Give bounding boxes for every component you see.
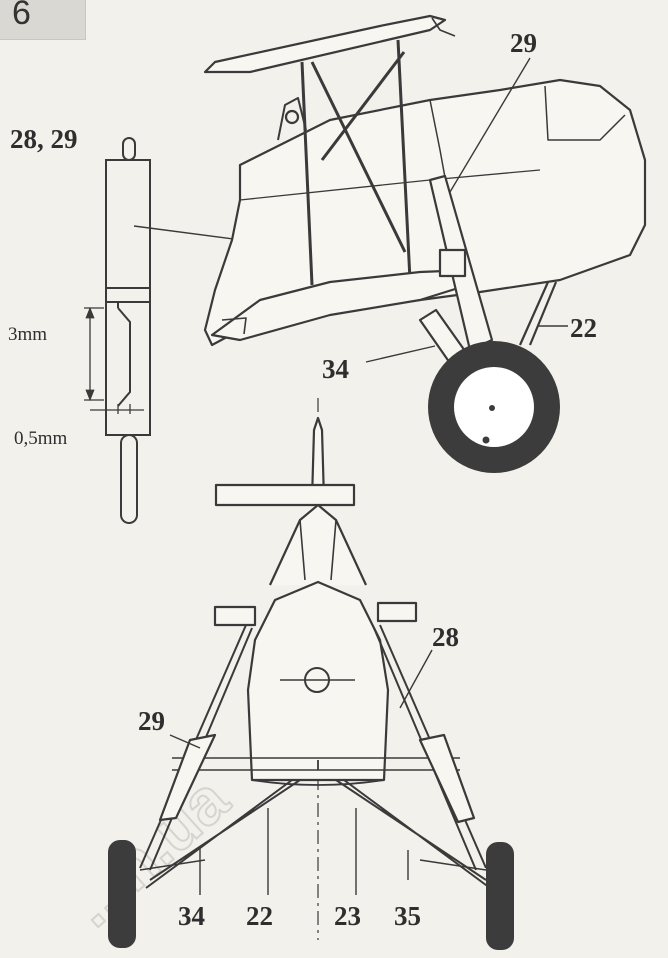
front-cabane (269, 503, 367, 586)
front-label-22: 22 (246, 901, 273, 931)
side-wheel-axle (489, 405, 495, 411)
side-cockpit-headrest (284, 109, 300, 125)
side-label-22: 22 (570, 313, 597, 343)
step-number: 6 (12, 0, 31, 32)
watermark: ...n.ua (56, 763, 242, 941)
dim-arrow-up (85, 306, 95, 319)
strut-top-pin (122, 137, 136, 161)
front-leader-29 (169, 734, 201, 749)
front-wing-stub-right (376, 601, 418, 623)
front-label-34: 34 (178, 901, 205, 931)
side-leader-34 (365, 345, 436, 363)
strut-cut-profile (117, 307, 131, 407)
front-label-29: 29 (138, 706, 165, 736)
front-label-35: 35 (394, 901, 421, 931)
side-cockpit (277, 97, 307, 141)
side-fuselage (203, 78, 647, 347)
strut-collar (105, 287, 151, 303)
front-wheel-right (486, 842, 514, 950)
front-leaders-bottom (199, 808, 409, 895)
front-label-23: 23 (334, 901, 361, 931)
front-vstrut-right (335, 779, 491, 889)
side-wheel (428, 341, 560, 473)
dim-0-5mm-label: 0,5mm (14, 428, 68, 449)
side-oleo-collar (438, 248, 467, 278)
side-view (203, 14, 647, 368)
strut-lower-body (105, 301, 151, 436)
side-leader-29 (449, 57, 531, 193)
strut-upper-body (105, 159, 151, 289)
front-wheels (108, 840, 514, 950)
side-upper-wing (203, 14, 447, 74)
dim-arrow-down (85, 389, 95, 402)
front-oleo-right (418, 733, 476, 824)
front-tailplane (214, 483, 356, 507)
side-strut-22 (518, 281, 558, 346)
front-oleo-left (158, 733, 217, 822)
front-lower-wing (172, 757, 460, 771)
front-cabane-struts (299, 519, 337, 581)
side-fuselage-panel-b (544, 85, 626, 141)
step-number-box: 6 (0, 0, 86, 40)
front-vstrut-left (145, 779, 301, 889)
front-view (139, 398, 491, 940)
front-wheel-left (108, 840, 136, 948)
front-leader-28 (399, 649, 433, 709)
front-fuselage-belly (251, 760, 385, 786)
strut-bottom-pin (120, 434, 138, 524)
detail-title-label: 28, 29 (10, 124, 78, 154)
side-label-34: 34 (322, 354, 349, 384)
dim-3mm-label: 3mm (8, 324, 47, 345)
front-fin (310, 416, 326, 501)
side-cabane-struts (300, 39, 412, 286)
side-label-29: 29 (510, 28, 537, 58)
side-lower-wing-tip (221, 317, 247, 335)
front-wing-stub-left (213, 605, 257, 627)
side-wheel-valve (482, 436, 490, 444)
front-label-28: 28 (432, 622, 459, 652)
front-fuselage (246, 580, 390, 782)
side-wing-tip (431, 17, 456, 37)
front-axle-bracing (139, 859, 487, 871)
